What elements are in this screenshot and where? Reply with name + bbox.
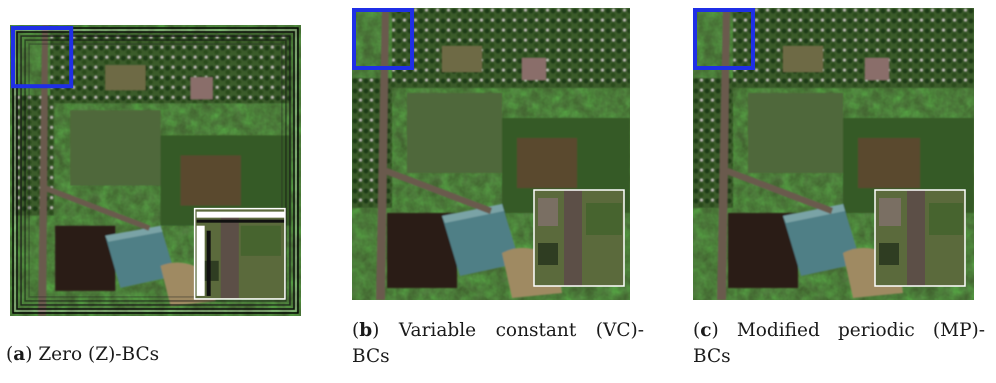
caption-b-text-line1: Variable constant (VC)- <box>398 320 644 341</box>
zoom-inset <box>533 189 625 287</box>
aerial-image-vc-bcs <box>352 8 630 300</box>
roi-box <box>352 8 414 70</box>
zoom-inset <box>874 189 966 287</box>
panel-a-image <box>10 25 301 316</box>
caption-c-letter: c <box>700 320 712 341</box>
caption-b-letter: b <box>359 320 373 341</box>
panel-b-image <box>352 8 630 300</box>
panel-c-image <box>693 8 974 300</box>
caption-c-text-line2: BCs <box>693 346 731 367</box>
caption-a-text: Zero (Z)-BCs <box>38 344 160 365</box>
caption-c: (c) Modified periodic (MP)- BCs <box>693 320 985 367</box>
caption-b: (b) Variable constant (VC)- BCs <box>352 320 644 367</box>
caption-a: (a) Zero (Z)-BCs <box>6 344 160 365</box>
aerial-image-mp-bcs <box>693 8 974 300</box>
aerial-image-zero-bcs <box>10 25 301 316</box>
caption-c-text-line1: Modified periodic (MP)- <box>736 320 985 341</box>
zoom-inset <box>193 207 286 300</box>
caption-b-text-line2: BCs <box>352 346 390 367</box>
roi-box <box>693 8 755 70</box>
caption-a-letter: a <box>13 344 26 365</box>
roi-box <box>11 26 74 89</box>
